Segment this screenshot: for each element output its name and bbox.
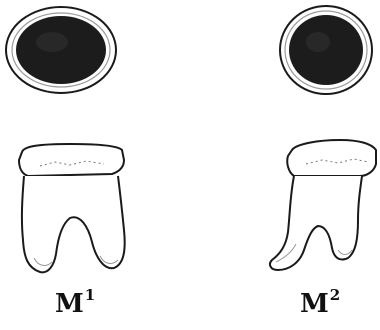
m1-occlusal-view: [6, 7, 116, 93]
m2-occlusal-view: [280, 6, 372, 94]
m2-label-letter: M: [300, 289, 329, 319]
m1-label: M1: [55, 288, 95, 317]
m2-label-superscript: 2: [330, 286, 340, 304]
m1-lateral-view: [19, 144, 125, 272]
m1-label-superscript: 1: [85, 286, 95, 304]
m2-label: M2: [300, 288, 340, 317]
m1-label-letter: M: [55, 289, 84, 319]
m2-lateral-view: [270, 140, 376, 270]
